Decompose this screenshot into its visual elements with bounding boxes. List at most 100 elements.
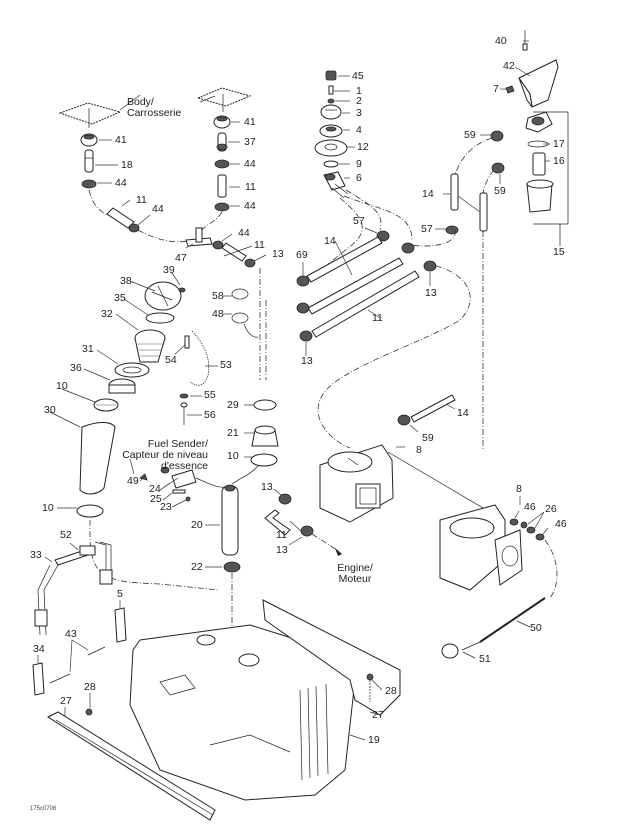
callout-48: 48 <box>212 308 224 320</box>
clamp-10-c <box>76 504 104 518</box>
callout-33: 33 <box>30 549 42 561</box>
callout-20: 20 <box>191 519 203 531</box>
callout-5: 5 <box>117 588 123 600</box>
sender-connector <box>171 469 197 489</box>
plate-12 <box>314 139 348 157</box>
clamp-10-a <box>93 398 119 412</box>
grommet-24 <box>160 466 170 474</box>
note-body: Body/ Carrosserie <box>127 97 181 119</box>
carburetor-rear <box>439 504 523 591</box>
note-engine-line2: Moteur <box>338 573 372 585</box>
clamp-44-e <box>212 240 224 250</box>
nut-7 <box>505 85 515 94</box>
callout-11-a: 11 <box>136 194 147 206</box>
callout-42: 42 <box>503 60 515 72</box>
gasket-31 <box>114 362 150 378</box>
callout-32: 32 <box>101 308 113 320</box>
tether-39 <box>178 287 186 293</box>
shield-27-left <box>46 711 216 821</box>
bracket-34 <box>32 662 45 696</box>
callout-35: 35 <box>114 292 126 304</box>
callout-17: 17 <box>553 138 565 150</box>
callout-28-left: 28 <box>84 681 96 693</box>
strap-33 <box>34 549 89 636</box>
callout-10-a: 10 <box>56 380 68 392</box>
neck-32 <box>134 329 166 363</box>
callout-15: 15 <box>553 246 565 258</box>
callout-9: 9 <box>356 158 362 170</box>
callout-11-b: 11 <box>245 181 256 193</box>
callout-25: 25 <box>150 493 162 505</box>
grommet-22 <box>223 561 241 573</box>
callout-11-d: 11 <box>372 312 383 324</box>
clamp-57-b <box>445 225 459 235</box>
callout-45: 45 <box>352 70 364 82</box>
filter-bowl <box>526 179 554 213</box>
note-body-line1: Body/ <box>127 96 154 108</box>
callout-29: 29 <box>227 399 239 411</box>
fuel-sender-20 <box>221 484 239 556</box>
note-fuel-sender-line2: Capteur de niveau <box>122 449 208 461</box>
vent-line-left-2 <box>137 229 191 243</box>
callout-10-c: 10 <box>42 502 54 514</box>
knob-screw-45 <box>325 70 337 81</box>
callout-54: 54 <box>165 354 177 366</box>
callout-44-b: 44 <box>152 203 164 215</box>
callout-34: 34 <box>33 643 45 655</box>
valve-37 <box>216 132 228 152</box>
clamp-13-b <box>423 260 437 272</box>
spacer-26 <box>520 521 536 534</box>
callout-55: 55 <box>204 389 216 401</box>
strap-52 <box>79 541 113 585</box>
clamp-13-a <box>244 258 256 268</box>
callout-41-left: 41 <box>115 134 127 146</box>
callout-11-c: 11 <box>254 239 265 251</box>
screw-1 <box>328 85 334 95</box>
callout-28-right: 28 <box>385 685 397 697</box>
callout-7: 7 <box>493 83 499 95</box>
fitting-49 <box>139 473 148 481</box>
callout-13-d: 13 <box>261 481 273 493</box>
hose-14-vertical-b <box>479 192 488 232</box>
clamp-13-e <box>300 525 314 537</box>
clamp-57-a <box>376 230 390 242</box>
callout-13-b: 13 <box>425 287 437 299</box>
callout-40: 40 <box>495 35 507 47</box>
callout-69: 69 <box>296 249 308 261</box>
callout-50: 50 <box>530 622 542 634</box>
callout-51: 51 <box>479 653 491 665</box>
filler-hose-30 <box>79 422 116 495</box>
callout-52: 52 <box>60 529 72 541</box>
nut-36 <box>108 378 136 394</box>
bezel-4 <box>319 124 343 138</box>
washer-46-b <box>535 533 545 541</box>
hose-11-right <box>217 174 227 198</box>
vent-line-right <box>199 211 223 233</box>
callout-56: 56 <box>204 409 216 421</box>
callout-49: 49 <box>127 475 139 487</box>
callout-59-b: 59 <box>494 185 506 197</box>
note-fuel-sender-line3: d'essence <box>161 460 208 472</box>
washer-2 <box>327 98 335 104</box>
body-mount-plate-right <box>196 87 252 112</box>
callout-8-b: 8 <box>516 483 522 495</box>
note-fuel-sender: Fuel Sender/ Capteur de niveau d'essence <box>104 439 208 472</box>
hose-14-vertical-a <box>450 173 459 211</box>
knob-3 <box>320 104 342 120</box>
callout-27-right: 27 <box>372 709 384 721</box>
rivet-43-b <box>49 673 71 684</box>
callout-13-a: 13 <box>272 248 284 260</box>
pin-25 <box>172 489 186 494</box>
callout-6: 6 <box>356 172 362 184</box>
callout-11-e: 11 <box>276 529 287 541</box>
rivet-43-a <box>87 646 106 656</box>
note-engine: Engine/ Moteur <box>330 563 380 585</box>
valve-line-1 <box>345 189 382 231</box>
hose-11-left <box>106 207 135 229</box>
clamp-59-b <box>491 162 505 174</box>
callout-23: 23 <box>160 501 172 513</box>
tee-fitting-47 <box>185 227 213 247</box>
note-body-line2: Carrosserie <box>127 107 182 119</box>
callout-59-a: 59 <box>464 129 476 141</box>
note-fuel-sender-line1: Fuel Sender/ <box>147 438 208 450</box>
